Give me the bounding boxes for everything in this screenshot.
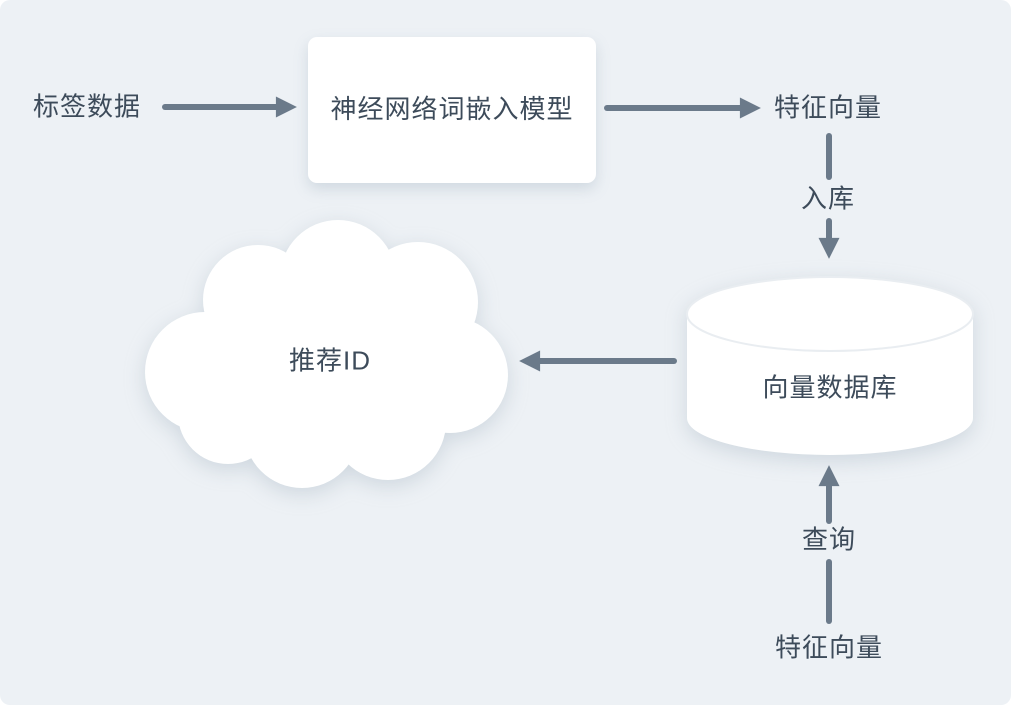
cloud-shape — [145, 220, 508, 488]
database-cylinder-shape — [686, 276, 974, 455]
node-feature-vector-top: 特征向量 — [773, 92, 883, 123]
node-embedding-model: 神经网络词嵌入模型 — [308, 37, 596, 183]
edge-label-query: 查询 — [801, 524, 857, 555]
node-embedding-model-label: 神经网络词嵌入模型 — [330, 94, 574, 125]
node-recommend-id-label: 推荐ID — [288, 345, 372, 376]
node-label-data: 标签数据 — [32, 91, 142, 122]
edge-label-store: 入库 — [800, 183, 856, 214]
node-feature-vector-bottom: 特征向量 — [774, 632, 884, 663]
node-vector-database-label: 向量数据库 — [762, 372, 898, 403]
